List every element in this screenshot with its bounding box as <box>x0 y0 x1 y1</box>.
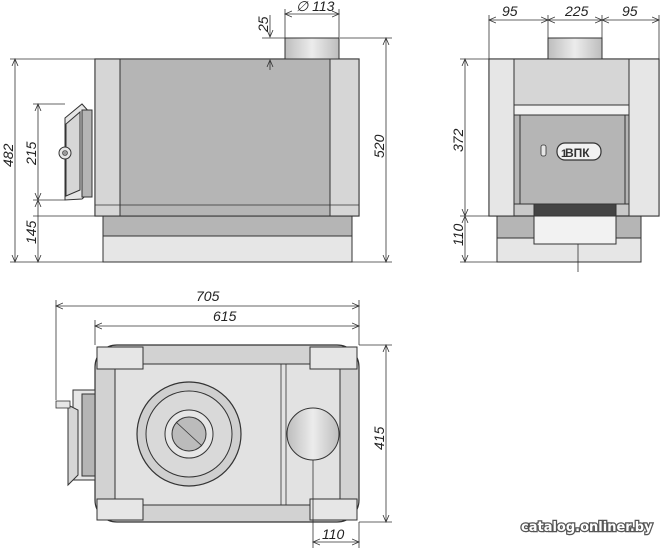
side-view: ВПК 1 95 225 95 372 110 <box>450 3 659 272</box>
dim-door-height: 215 <box>23 141 39 166</box>
watermark-text: catalog.onliner.by <box>521 520 653 535</box>
front-chimney <box>284 37 340 60</box>
dim-side-width-right: 95 <box>622 3 638 19</box>
dim-side-body-height: 372 <box>450 128 466 152</box>
dim-overall-height: 520 <box>371 134 387 158</box>
brand-badge-text: ВПК <box>565 146 590 160</box>
dim-side-leg-height: 110 <box>450 223 466 246</box>
dim-plan-depth: 415 <box>371 426 387 450</box>
plan-view: 705 615 415 110 <box>56 288 392 548</box>
svg-text:1: 1 <box>561 148 567 160</box>
dim-chimney-diameter: ∅ 113 <box>296 0 335 14</box>
dim-plan-body-length: 615 <box>213 308 237 324</box>
side-chimney <box>547 37 603 60</box>
dim-top-offset: 25 <box>255 16 271 33</box>
dim-leg-height: 145 <box>23 220 39 244</box>
brand-badge <box>556 142 602 161</box>
front-view: ∅ 113 25 520 482 215 145 <box>0 0 392 262</box>
dim-side-width-left: 95 <box>502 3 518 19</box>
watermark: catalog.onliner.by <box>520 519 655 537</box>
dim-side-width-center: 225 <box>564 3 589 19</box>
dim-front-height-total: 482 <box>0 143 16 167</box>
plan-chimney <box>286 407 340 461</box>
dim-plan-total-length: 705 <box>196 288 220 304</box>
dim-plan-chimney-offset: 110 <box>322 526 345 542</box>
side-latch-icon <box>540 144 547 157</box>
plan-handle-icon <box>55 400 71 409</box>
